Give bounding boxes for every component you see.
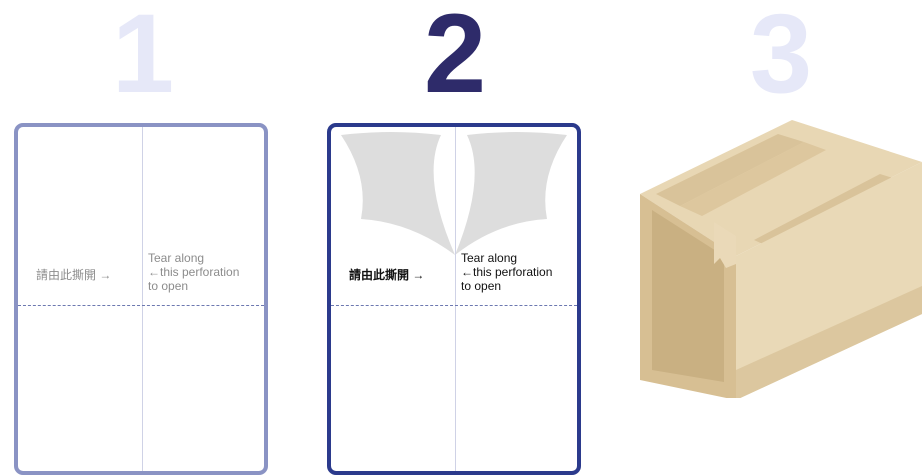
tear-instruction-line-1: Tear along (148, 251, 205, 265)
right-flap (455, 132, 567, 255)
tear-instruction-en: Tear along ←this perforation to open (148, 251, 239, 293)
opening-flaps (341, 132, 567, 255)
step-2-number: 2 (400, 6, 510, 98)
left-flap (341, 132, 455, 255)
cardboard-box-icon (640, 120, 922, 398)
svg-text:2: 2 (424, 6, 486, 98)
svg-text:1: 1 (112, 6, 174, 98)
box-tape-front (714, 222, 736, 268)
tear-instruction-line-3: to open (148, 279, 189, 293)
perforation-line (331, 305, 577, 306)
tear-instruction-en: Tear along ←this perforation to open (461, 251, 552, 293)
tear-instruction-line-2: ←this perforation (148, 265, 240, 279)
tear-instruction-zh: 請由此撕開 → (36, 268, 112, 282)
box-top-face (640, 120, 922, 256)
tear-instruction-line-3: to open (461, 279, 502, 293)
box-right-face-shade (736, 286, 922, 398)
step-1-number: 1 (88, 6, 198, 98)
tear-instruction-line-1: Tear along (461, 251, 518, 265)
center-fold-line (455, 127, 456, 471)
tear-instruction-line-2: ←this perforation (461, 265, 553, 279)
box-right-face (736, 162, 922, 398)
perforation-line (18, 305, 264, 306)
box-top-flap-left (656, 134, 804, 206)
svg-text:3: 3 (750, 6, 812, 98)
step-3-number: 3 (726, 6, 836, 98)
closed-card-panel: 請由此撕開 → Tear along ←this perforation to … (14, 123, 268, 475)
opening-card-panel: 請由此撕開 → Tear along ←this perforation to … (327, 123, 581, 475)
box-tape-top (680, 142, 826, 216)
tear-instruction-zh: 請由此撕開 → (349, 268, 425, 282)
center-fold-line (142, 127, 143, 471)
box-front-panel (652, 210, 724, 382)
